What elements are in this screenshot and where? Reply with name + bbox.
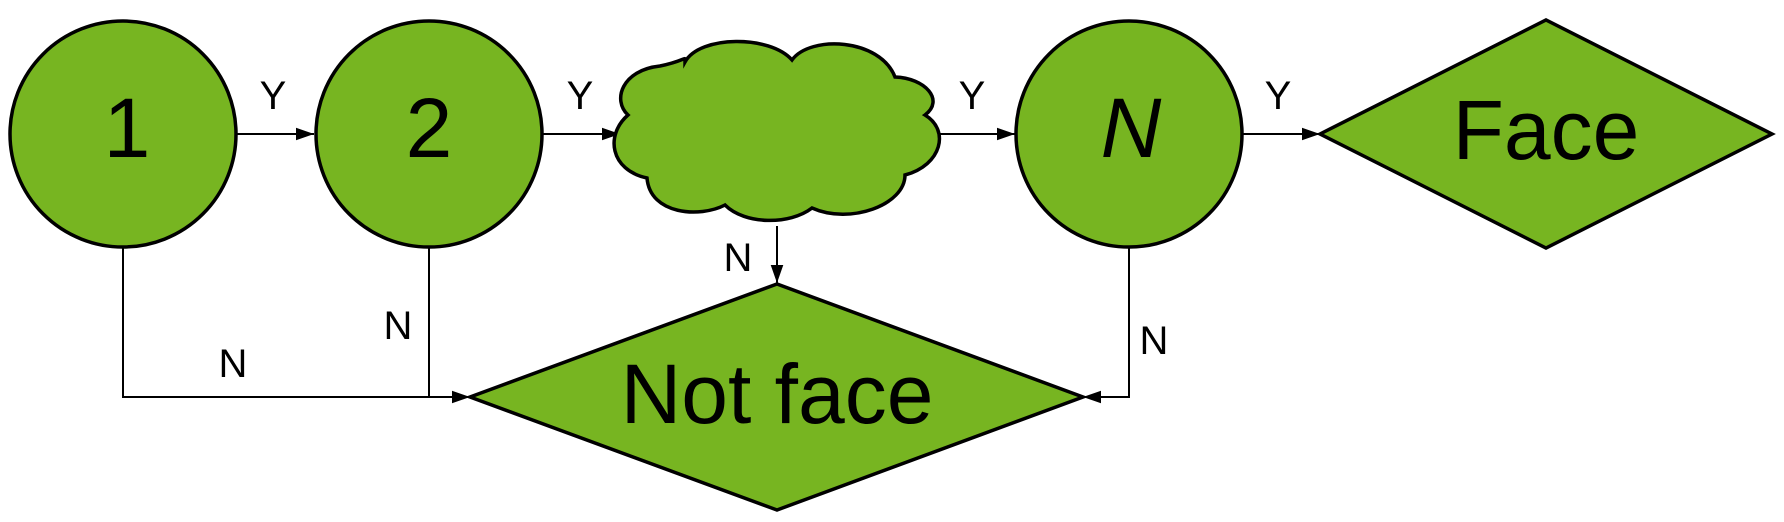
edges	[122, 127, 1320, 404]
stage-N-label: N	[1101, 81, 1162, 175]
intermediate-stages-cloud	[612, 39, 942, 223]
edge-stageN-to-not-face	[1083, 246, 1130, 404]
edge-label-cloud-yes: Y	[959, 74, 986, 118]
stage-N-node	[1014, 19, 1244, 249]
node-labels: 1 2 N Face Not face	[104, 81, 1640, 441]
face-node	[1316, 18, 1776, 250]
edge-labels: Y Y Y Y N N N N	[219, 74, 1292, 386]
edge-label-cloud-no: N	[724, 236, 753, 280]
stage-1-label: 1	[104, 81, 151, 175]
edge-label-stage1-no: N	[219, 342, 248, 386]
not-face-label: Not face	[621, 347, 934, 441]
edge-label-stage2-yes: Y	[567, 74, 594, 118]
edge-stage1-to-not-face	[122, 246, 470, 404]
edge-label-stage1-yes: Y	[260, 74, 287, 118]
face-label: Face	[1453, 83, 1640, 177]
edge-label-stage2-no: N	[384, 304, 413, 348]
edge-label-stageN-no: N	[1140, 319, 1169, 363]
edge-label-stageN-yes: Y	[1265, 74, 1292, 118]
not-face-node	[464, 282, 1089, 512]
nodes	[8, 18, 1776, 512]
stage-2-node	[314, 19, 544, 249]
stage-1-node	[8, 19, 238, 249]
stage-2-label: 2	[406, 81, 453, 175]
